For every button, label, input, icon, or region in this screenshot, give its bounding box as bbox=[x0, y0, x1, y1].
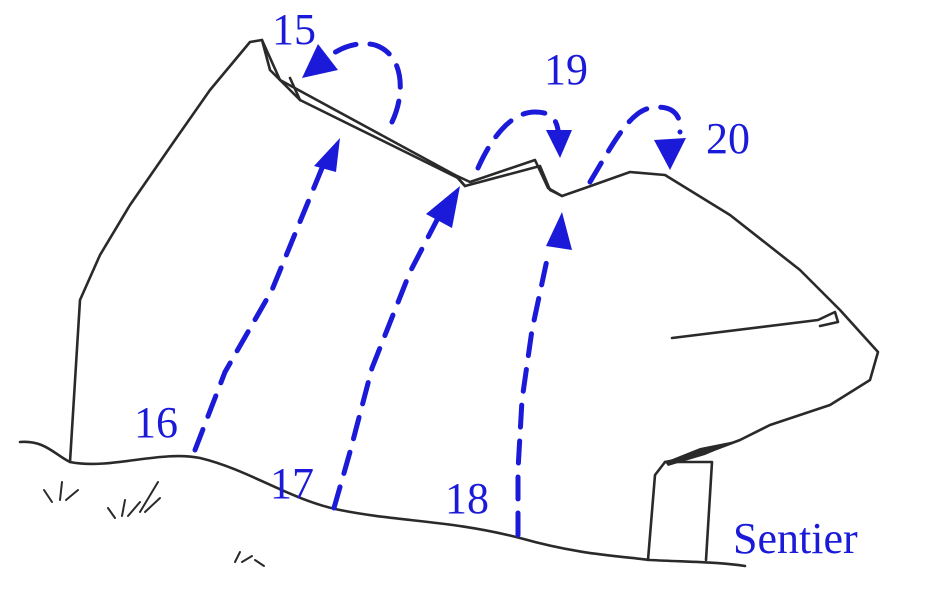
upper-ledge-face bbox=[288, 76, 564, 198]
route-15-label: 15 bbox=[272, 5, 316, 54]
route-15-line bbox=[319, 41, 403, 125]
path-label: Sentier bbox=[733, 514, 858, 563]
route-18-line bbox=[515, 252, 551, 538]
route-20-label: 20 bbox=[706, 114, 750, 163]
route-17-line bbox=[331, 215, 441, 511]
route-16-label: 16 bbox=[134, 398, 178, 447]
route-18-arrowhead bbox=[546, 212, 572, 250]
route-17-label: 17 bbox=[270, 459, 314, 508]
route-19-arrowhead bbox=[546, 130, 572, 158]
ground-line bbox=[18, 440, 747, 568]
route-15-arrowhead bbox=[302, 44, 338, 78]
route-18-label: 18 bbox=[445, 474, 489, 523]
boulder-outline bbox=[68, 38, 880, 562]
overhang-shadow bbox=[665, 440, 740, 466]
routes-layer bbox=[192, 41, 686, 538]
grass bbox=[43, 481, 265, 567]
route-20-line bbox=[587, 104, 683, 185]
route-labels: 15 16 17 18 19 20 Sentier bbox=[134, 5, 858, 563]
roof-ledge bbox=[670, 310, 840, 340]
route-16-arrowhead bbox=[314, 138, 340, 172]
base-block bbox=[663, 460, 714, 562]
route-19-label: 19 bbox=[544, 45, 588, 94]
route-16-line bbox=[192, 165, 325, 453]
route-17-arrowhead bbox=[426, 186, 460, 228]
boulder bbox=[68, 38, 880, 562]
route-19-line bbox=[475, 109, 561, 171]
route-20-arrowhead bbox=[654, 138, 686, 170]
